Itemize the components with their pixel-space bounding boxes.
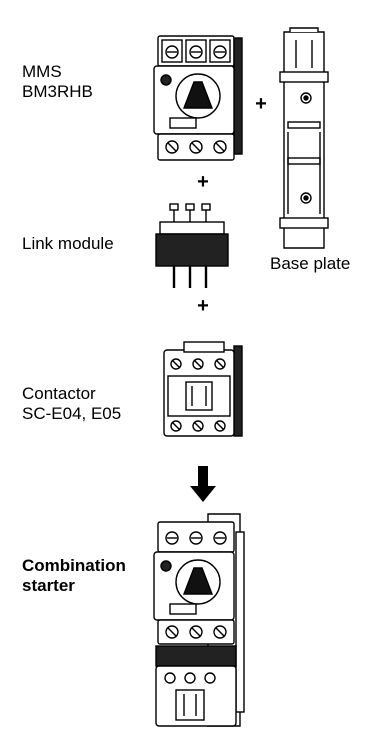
combination-label-line1: Combination (22, 556, 126, 576)
contactor-label-line1: Contactor (22, 384, 121, 404)
link-module-icon (156, 204, 228, 290)
contactor-label: Contactor SC-E04, E05 (22, 384, 121, 424)
mms-label-line1: MMS (22, 62, 93, 82)
combination-starter-label: Combination starter (22, 556, 126, 596)
link-module-label: Link module (22, 234, 114, 254)
down-arrow-icon (190, 466, 216, 502)
plus-sign-mms-base: + (251, 94, 271, 114)
base-plate-label: Base plate (270, 254, 350, 274)
contactor-label-line2: SC-E04, E05 (22, 404, 121, 424)
motor-starter-icon (150, 34, 246, 164)
mms-label: MMS BM3RHB (22, 62, 93, 102)
combination-label-line2: starter (22, 576, 126, 596)
combination-starter-icon (150, 512, 250, 728)
base-plate-icon (276, 28, 332, 252)
contactor-icon (160, 342, 246, 442)
mms-label-line2: BM3RHB (22, 82, 93, 102)
plus-sign-link-contactor: + (193, 296, 213, 316)
plus-sign-mms-link: + (193, 172, 213, 192)
